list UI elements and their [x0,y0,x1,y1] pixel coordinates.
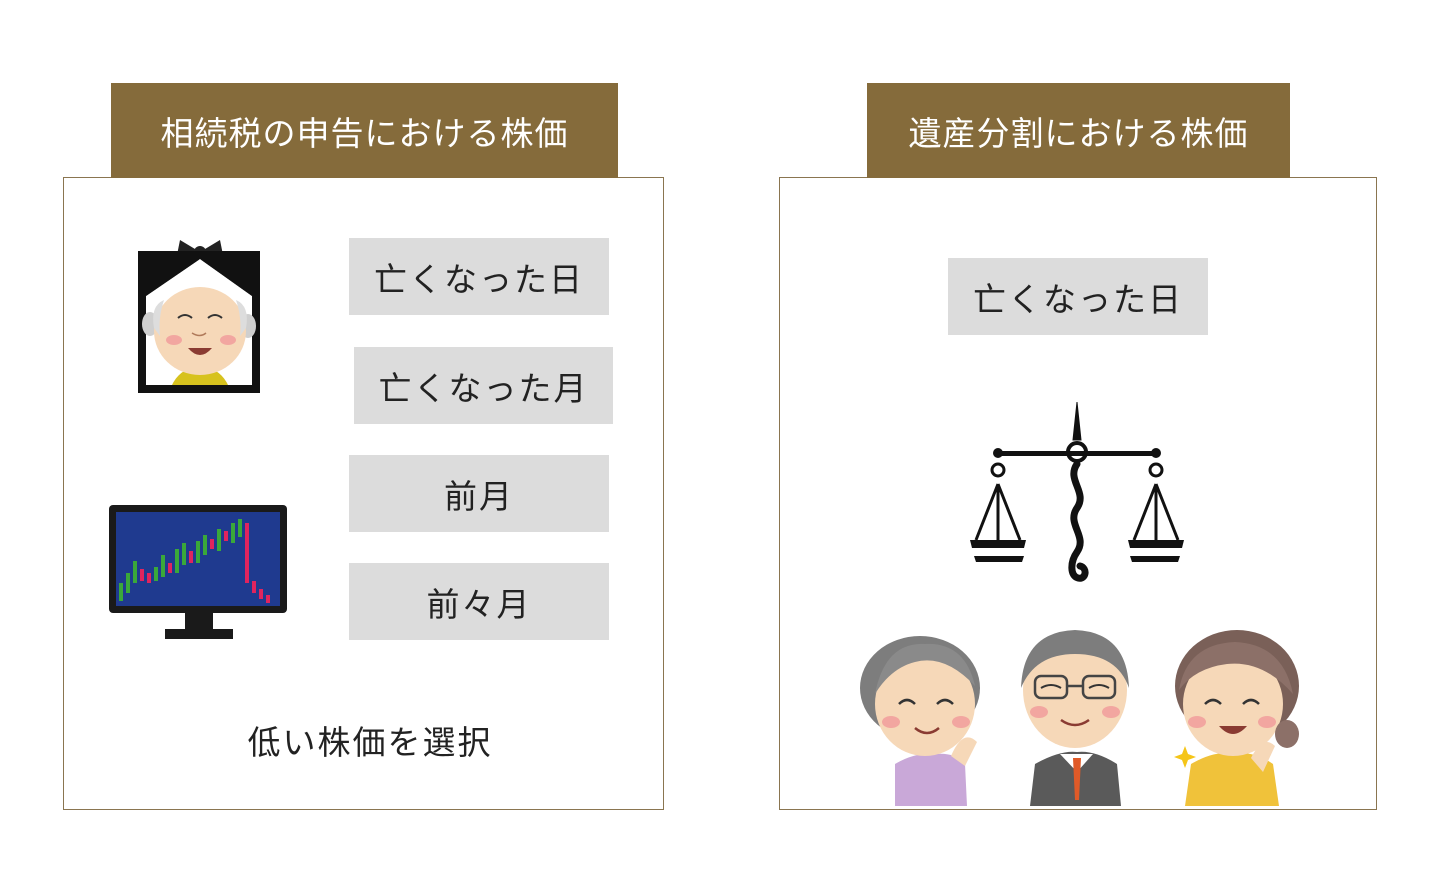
candle-17 [238,519,242,537]
right-option-death-day: 亡くなった日 [948,258,1208,335]
candle-18 [245,523,249,583]
option-previous-month: 前月 [349,455,609,532]
left-panel-header: 相続税の申告における株価 [111,83,618,178]
right-panel-header: 遺産分割における株価 [867,83,1290,178]
candle-10 [189,551,193,563]
candle-3 [140,569,144,581]
candlestick-chart [119,519,270,603]
candle-15 [224,531,228,541]
candle-7 [168,563,172,573]
candle-9 [182,543,186,565]
candle-11 [196,541,200,563]
candle-1 [126,573,130,593]
family-illustration [860,630,1299,806]
balance-scale-icon [970,401,1184,582]
woman-left [860,636,980,806]
option-death-month: 亡くなった月 [354,347,613,424]
candle-12 [203,535,207,555]
candle-16 [231,523,235,543]
option-death-day: 亡くなった日 [349,238,609,315]
candle-0 [119,583,123,601]
candle-2 [133,561,137,583]
candle-8 [175,549,179,573]
candle-13 [210,539,214,549]
left-panel-footer: 低い株価を選択 [247,723,493,762]
candle-6 [161,555,165,577]
candle-5 [154,567,158,581]
man-middle [1021,630,1129,806]
candle-21 [266,595,270,603]
candle-14 [217,529,221,551]
option-two-months-before: 前々月 [349,563,609,640]
candle-4 [147,573,151,583]
candle-19 [252,581,256,593]
woman-right [1174,630,1299,806]
stock-chart-monitor-icon [109,505,287,639]
memorial-portrait-icon [138,240,260,393]
candle-20 [259,589,263,599]
